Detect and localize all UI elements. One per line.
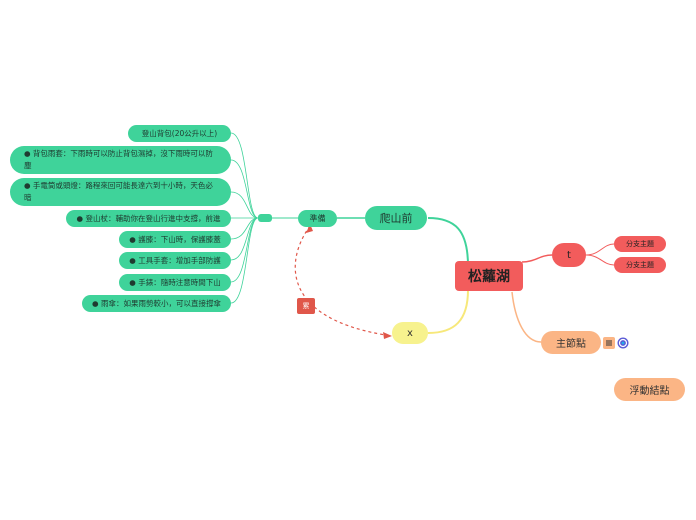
branch-x[interactable]: x [392,322,428,344]
relationship-arrow-start [306,224,313,233]
relationship-label[interactable]: 累 [297,298,315,314]
relationship-line [294,225,393,337]
prep-item-umbrella[interactable]: ● 雨傘：如果雨勢較小，可以直接撐傘 [82,295,231,312]
relationship-arrow-end [383,332,392,339]
subtopic-1[interactable]: 分支主題 [614,236,666,252]
branch-before-climb[interactable]: 爬山前 [365,206,427,230]
connector-root-before [427,217,469,267]
subtopic-2[interactable]: 分支主題 [614,257,666,273]
floating-topic[interactable]: 浮動結點 [614,378,685,401]
connector-root-x [427,289,469,334]
prep-item-backpack[interactable]: 登山背包(20公升以上) [128,125,231,142]
connector-item-1 [230,132,259,219]
branch-main-node[interactable]: 主節點 [541,331,601,354]
collapse-toggle[interactable] [258,214,272,222]
root-topic[interactable]: 松蘿湖 [455,261,523,291]
prep-item-watch[interactable]: ● 手錶：隨時注意時間下山 [119,274,231,291]
connector-item-6 [230,217,259,261]
connector-root-t [521,254,553,263]
branch-preparation[interactable]: 準備 [298,210,337,227]
prep-item-flashlight[interactable]: ● 手電筒或頭燈：路程來回可能長達六到十小時，天色必暗 [10,178,231,206]
connector-root-main [511,291,542,343]
link-icon[interactable] [617,337,629,349]
connector-item-2 [230,159,259,219]
prep-item-trekking-pole[interactable]: ● 登山杖：輔助你在登山行進中支撐，前進 [66,210,231,227]
connector-t-sub2 [585,254,615,266]
connector-item-3 [230,191,259,219]
connector-item-8 [230,217,259,304]
connector-t-sub1 [585,243,615,256]
notes-icon[interactable] [603,337,615,349]
prep-item-rain-cover[interactable]: ● 背包雨套：下雨時可以防止背包濕掉，沒下雨時可以防塵 [10,146,231,174]
prep-item-gloves[interactable]: ● 工具手套：增加手部防護 [119,252,231,269]
branch-t[interactable]: t [552,243,586,267]
prep-item-knee-pad[interactable]: ● 護膝：下山時，保護膝蓋 [119,231,231,248]
